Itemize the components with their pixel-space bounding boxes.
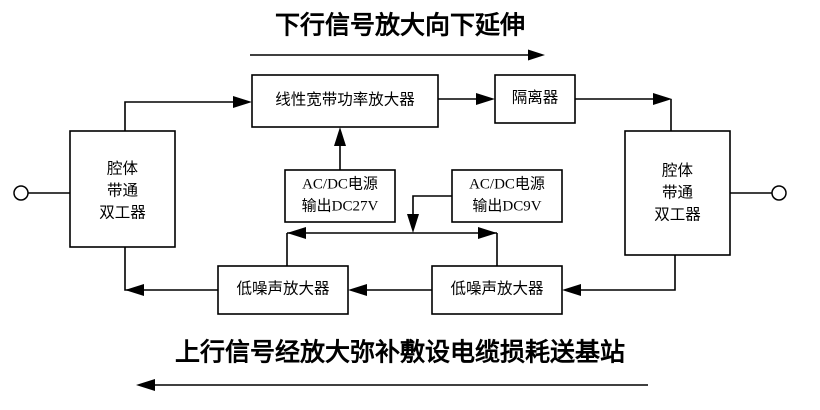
left-diplexer-label-line1: 腔体 xyxy=(107,160,139,178)
box-psu-9v[interactable] xyxy=(451,169,563,223)
wire-amplifier-to-isolator xyxy=(438,93,495,105)
wire-lna-right-to-lna-left xyxy=(348,284,432,296)
wire-isolator-to-right-diplexer xyxy=(575,93,672,131)
wire-lna-left-to-left-diplexer xyxy=(124,247,218,296)
wire-psu9v-to-lna-bus xyxy=(407,195,452,233)
antenna-port-right[interactable] xyxy=(730,185,787,201)
downlink-direction-arrow xyxy=(250,49,545,61)
left-diplexer-label-line3: 双工器 xyxy=(99,205,146,222)
lna-right-label: 低噪声放大器 xyxy=(450,280,544,298)
power-amplifier-label: 线性宽带功率放大器 xyxy=(275,91,415,109)
wire-psu27v-to-amplifier xyxy=(334,127,346,170)
bottom-title-text: 上行信号经放大弥补敷设电缆损耗送基站 xyxy=(175,338,625,367)
right-diplexer-label-line1: 腔体 xyxy=(662,162,694,180)
wire-diplexer-to-amplifier xyxy=(124,96,252,131)
left-diplexer-label-line2: 带通 xyxy=(107,182,139,200)
psu-9v-label-line1: AC/DC电源 xyxy=(469,175,545,192)
box-power-amplifier[interactable] xyxy=(251,74,439,128)
box-psu-27v[interactable] xyxy=(284,169,396,223)
psu-27v-label-line2: 输出DC27V xyxy=(302,197,379,214)
antenna-port-left[interactable] xyxy=(13,185,70,201)
top-title-text: 下行信号放大向下延伸 xyxy=(275,11,525,40)
box-left-diplexer[interactable] xyxy=(69,130,176,248)
wire-right-diplexer-to-lna-right xyxy=(562,255,676,296)
wire-lna-power-bus xyxy=(286,227,498,266)
uplink-direction-arrow xyxy=(136,379,648,391)
psu-27v-label-line1: AC/DC电源 xyxy=(302,175,378,192)
box-right-diplexer[interactable] xyxy=(624,130,731,256)
lna-left-label: 低噪声放大器 xyxy=(236,280,330,298)
isolator-label: 隔离器 xyxy=(512,89,559,107)
psu-9v-label-line2: 输出DC9V xyxy=(472,197,541,214)
right-diplexer-label-line2: 带通 xyxy=(662,184,694,202)
right-diplexer-label-line3: 双工器 xyxy=(654,207,701,224)
